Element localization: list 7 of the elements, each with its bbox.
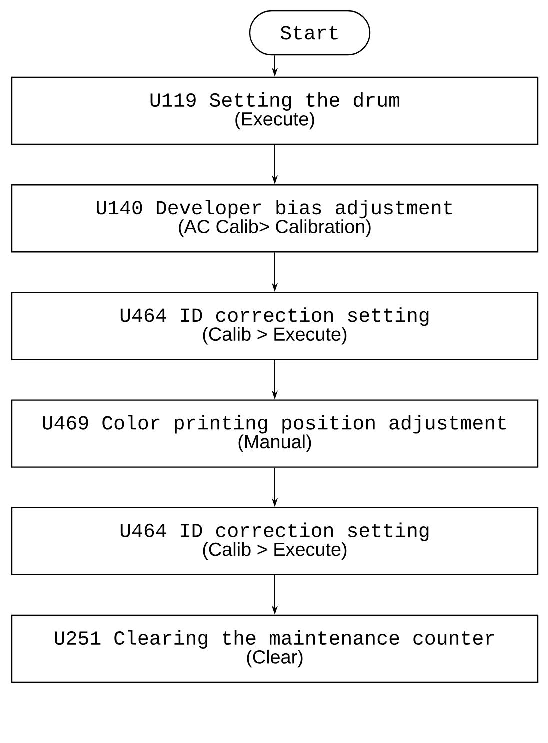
process-box: U119 Setting the drum (Execute) — [11, 76, 539, 146]
process-box: U464 ID correction setting (Calib > Execute) — [11, 507, 539, 576]
process-box: U469 Color printing position adjustment (Manual) — [11, 400, 539, 468]
process-box: U140 Developer bias adjustment (AC Calib> Calibration) — [11, 184, 539, 253]
start-terminal: Start — [249, 10, 371, 56]
process-box: U464 ID correction setting (Calib > Execute) — [11, 292, 539, 360]
process-box: U251 Clearing the maintenance counter (Clear) — [11, 614, 539, 684]
